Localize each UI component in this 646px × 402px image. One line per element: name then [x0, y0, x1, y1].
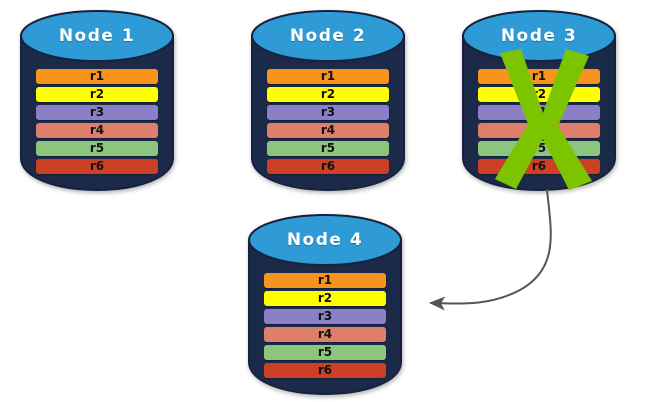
record-row-r1[interactable]: r1 — [267, 69, 389, 84]
record-row-r3[interactable]: r3 — [36, 105, 158, 120]
cylinder-top-ellipse — [248, 214, 402, 266]
cylinder-top-ellipse — [20, 10, 174, 62]
record-row-r4[interactable]: r4 — [36, 123, 158, 138]
record-row-r5[interactable]: r5 — [478, 141, 600, 156]
node3-to-node4-arrow — [429, 189, 552, 311]
record-row-r6[interactable]: r6 — [478, 159, 600, 174]
record-row-r3[interactable]: r3 — [264, 309, 386, 324]
record-list: r1 r2 r3 r4 r5 r6 — [267, 69, 389, 174]
record-row-r6[interactable]: r6 — [36, 159, 158, 174]
record-row-r4[interactable]: r4 — [264, 327, 386, 342]
record-row-r2[interactable]: r2 — [267, 87, 389, 102]
record-list: r1 r2 r3 r4 r5 r6 — [36, 69, 158, 174]
record-row-r4[interactable]: r4 — [267, 123, 389, 138]
cylinder-top-ellipse — [462, 10, 616, 62]
record-row-r4[interactable]: r4 — [478, 123, 600, 138]
record-row-r6[interactable]: r6 — [264, 363, 386, 378]
record-row-r5[interactable]: r5 — [264, 345, 386, 360]
cylinder-top-ellipse — [251, 10, 405, 62]
record-list: r1 r2 r3 r4 r5 r6 — [264, 273, 386, 378]
record-row-r3[interactable]: r3 — [267, 105, 389, 120]
record-row-r2[interactable]: r2 — [264, 291, 386, 306]
record-row-r1[interactable]: r1 — [264, 273, 386, 288]
record-row-r2[interactable]: r2 — [36, 87, 158, 102]
record-row-r5[interactable]: r5 — [267, 141, 389, 156]
record-list: r1 r2 r3 r4 r5 r6 — [478, 69, 600, 174]
record-row-r1[interactable]: r1 — [36, 69, 158, 84]
record-row-r3[interactable]: r3 — [478, 105, 600, 120]
record-row-r5[interactable]: r5 — [36, 141, 158, 156]
record-row-r2[interactable]: r2 — [478, 87, 600, 102]
record-row-r6[interactable]: r6 — [267, 159, 389, 174]
record-row-r1[interactable]: r1 — [478, 69, 600, 84]
